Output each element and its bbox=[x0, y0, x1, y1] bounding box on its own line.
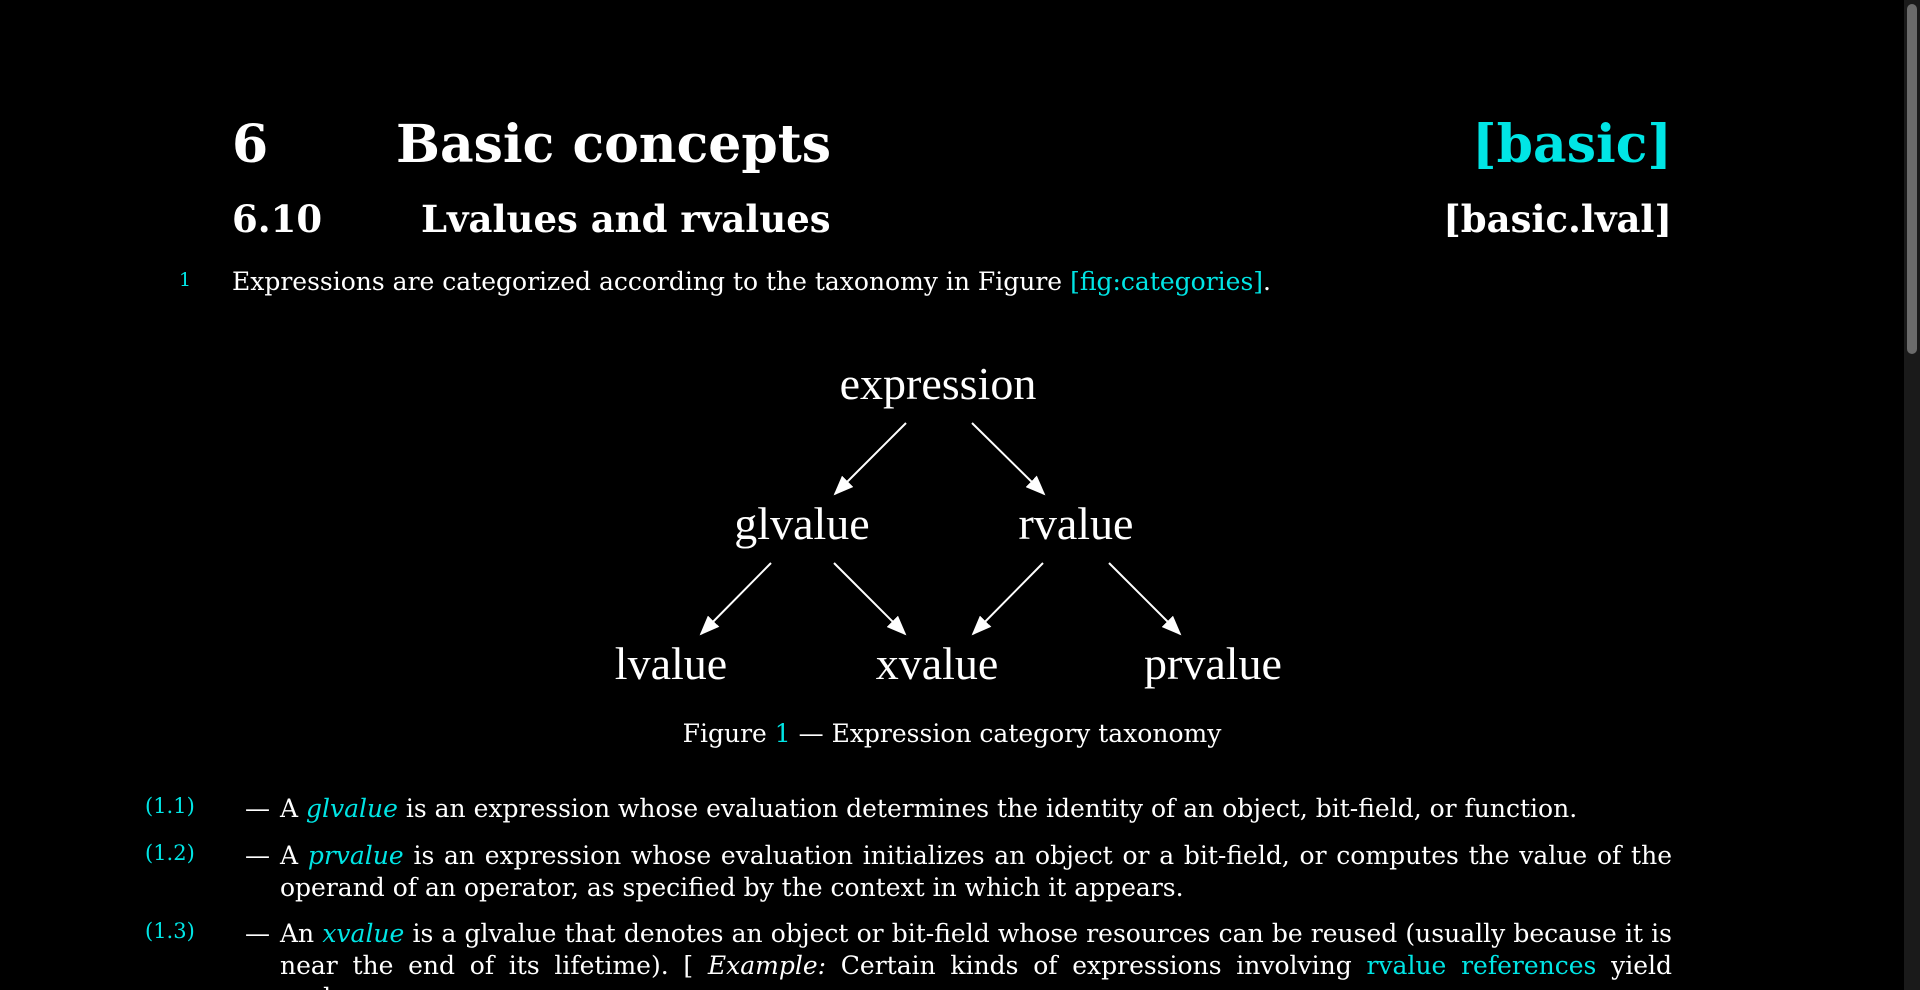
example-text: Certain kinds of expressions involving bbox=[826, 951, 1367, 980]
arrow-glvalue-xvalue bbox=[833, 562, 907, 636]
node-prvalue: prvalue bbox=[1144, 638, 1282, 689]
chapter-number: 6 bbox=[232, 114, 269, 175]
chapter-heading: 6 Basic concepts [basic] bbox=[232, 110, 1672, 180]
section-heading: 6.10 Lvalues and rvalues [basic.lval] bbox=[232, 194, 1672, 244]
section-number: 6.10 bbox=[232, 197, 323, 241]
taxonomy-diagram: expression glvalue rvalue lvalue xvalue … bbox=[615, 358, 1282, 689]
taxonomy-figure: expression glvalue rvalue lvalue xvalue … bbox=[580, 340, 1320, 710]
node-expression: expression bbox=[840, 358, 1037, 409]
node-rvalue: rvalue bbox=[1019, 498, 1134, 549]
item-number-1-1[interactable]: (1.1) bbox=[145, 794, 195, 818]
scrollbar-thumb[interactable] bbox=[1907, 4, 1917, 354]
chapter-tag-link[interactable]: [basic] bbox=[1472, 114, 1672, 175]
node-lvalue: lvalue bbox=[615, 638, 727, 689]
item-article: A bbox=[280, 841, 308, 870]
section-title: Lvalues and rvalues bbox=[421, 197, 831, 241]
term-glvalue[interactable]: glvalue bbox=[306, 794, 398, 823]
paragraph-text-before: Expressions are categorized according to… bbox=[232, 267, 1071, 296]
item-dash: — bbox=[245, 794, 270, 823]
term-xvalue[interactable]: xvalue bbox=[322, 919, 405, 948]
item-article: An bbox=[280, 919, 323, 948]
arrow-rvalue-xvalue bbox=[971, 562, 1044, 636]
arrow-rvalue-prvalue bbox=[1108, 562, 1182, 636]
example-label: Example: bbox=[707, 951, 827, 980]
item-text-after: yield xvalues, bbox=[280, 951, 1672, 990]
node-glvalue: glvalue bbox=[734, 498, 869, 549]
term-prvalue[interactable]: prvalue bbox=[307, 841, 404, 870]
item-text: is an expression whose evaluation initia… bbox=[280, 841, 1672, 902]
paragraph-number[interactable]: 1 bbox=[179, 269, 192, 291]
figure-caption: Figure 1 — Expression category taxonomy bbox=[232, 714, 1672, 754]
arrow-glvalue-lvalue bbox=[699, 562, 772, 636]
item-text: is a glvalue that denotes an object or b… bbox=[280, 919, 1672, 980]
figure-number-link[interactable]: 1 bbox=[774, 719, 791, 748]
vertical-scrollbar[interactable] bbox=[1904, 0, 1920, 990]
list-item-prvalue: A prvalue is an expression whose evaluat… bbox=[280, 840, 1672, 904]
arrow-expression-rvalue bbox=[971, 422, 1046, 496]
item-text: is an expression whose evaluation determ… bbox=[397, 794, 1578, 823]
list-item-glvalue: A glvalue is an expression whose evaluat… bbox=[280, 793, 1672, 825]
paragraph-text-after: . bbox=[1263, 267, 1271, 296]
list-item-xvalue: An xvalue is a glvalue that denotes an o… bbox=[280, 918, 1672, 990]
item-dash: — bbox=[245, 841, 270, 870]
node-xvalue: xvalue bbox=[876, 638, 999, 689]
chapter-title: Basic concepts bbox=[396, 114, 831, 175]
item-number-1-2[interactable]: (1.2) bbox=[145, 841, 195, 865]
rvalue-references-link[interactable]: rvalue references bbox=[1366, 951, 1597, 980]
item-article: A bbox=[280, 794, 307, 823]
arrow-expression-glvalue bbox=[833, 422, 907, 496]
item-dash: — bbox=[245, 919, 270, 948]
paragraph-text: Expressions are categorized according to… bbox=[232, 264, 1672, 300]
caption-prefix: Figure bbox=[682, 719, 775, 748]
figure-reference-link[interactable]: [fig:categories] bbox=[1070, 267, 1264, 296]
item-number-1-3[interactable]: (1.3) bbox=[145, 919, 195, 943]
caption-text: — Expression category taxonomy bbox=[790, 719, 1222, 748]
section-tag: [basic.lval] bbox=[1443, 197, 1672, 241]
